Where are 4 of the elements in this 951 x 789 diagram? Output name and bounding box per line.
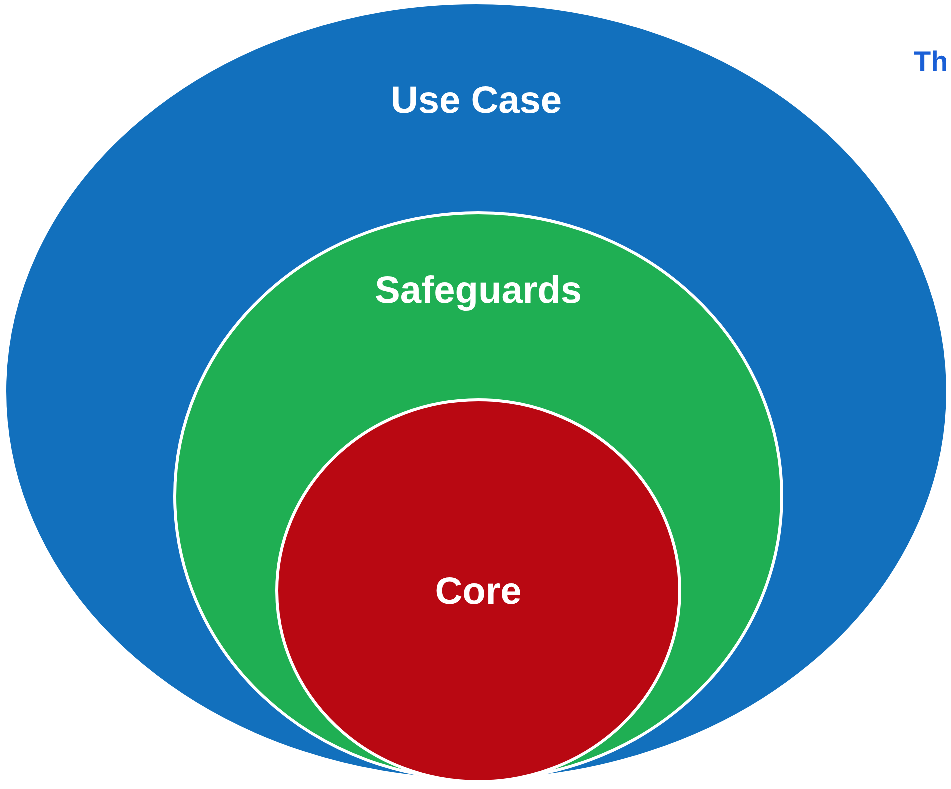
ellipse-label: Use Case [390, 80, 562, 122]
heading-text: Th [914, 46, 948, 78]
ellipse-label: Safeguards [375, 270, 582, 312]
ellipse-label: Core [435, 571, 522, 613]
